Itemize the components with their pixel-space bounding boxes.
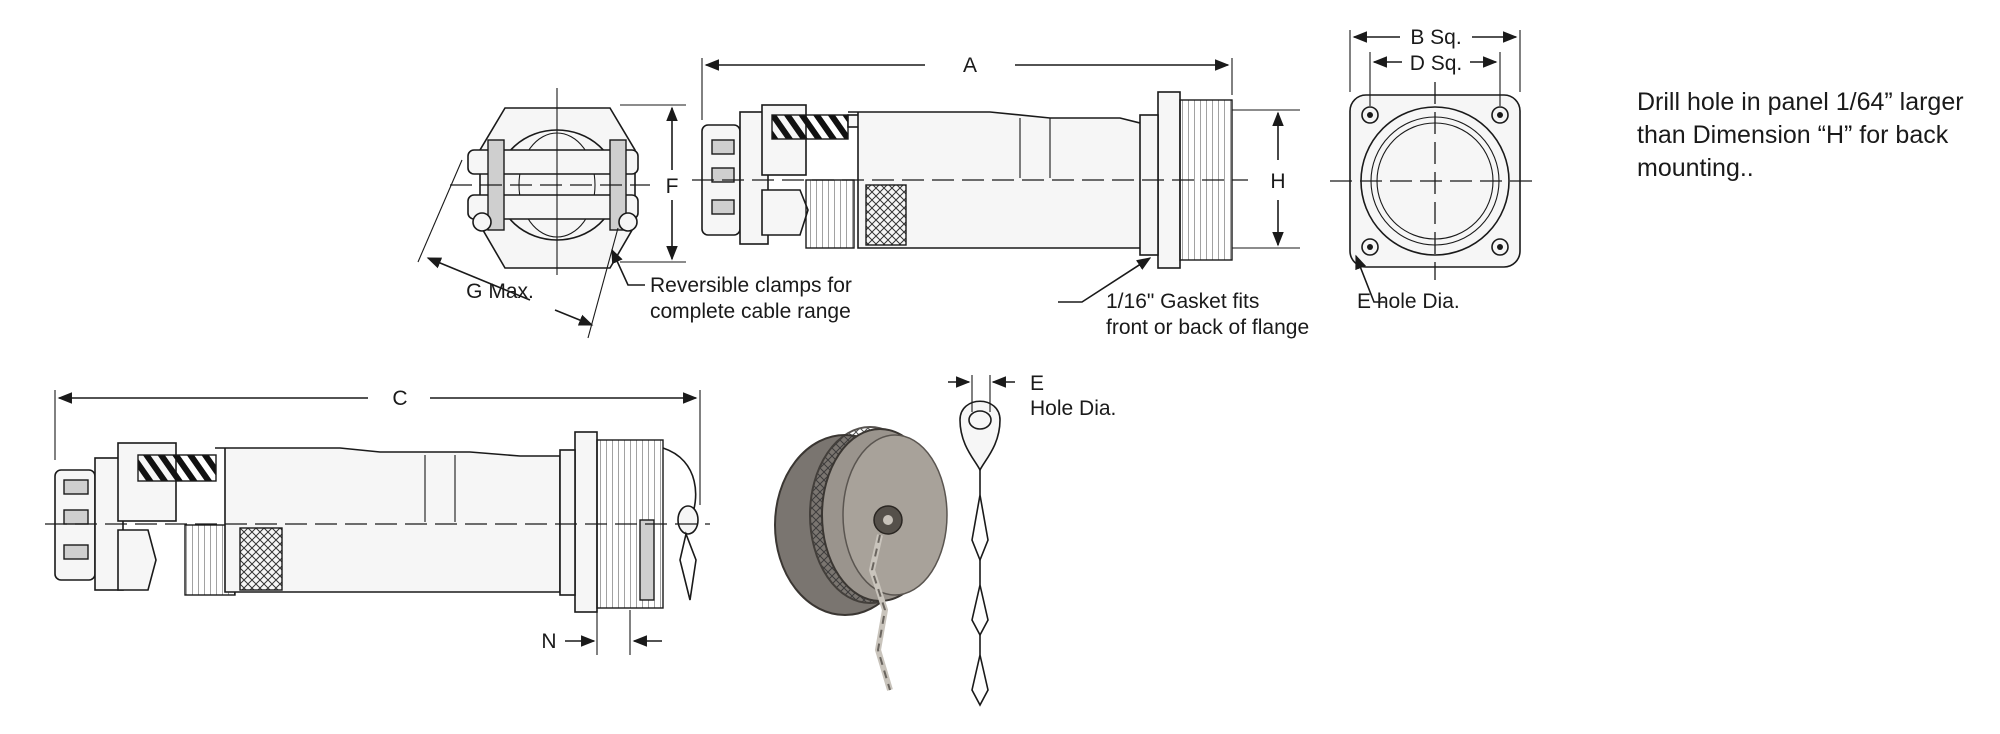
dim-d-label: D Sq. — [1410, 52, 1463, 75]
e-hole-callout: E hole Dia. — [1357, 290, 1460, 313]
clamps-callout-line1: Reversible clamps for — [650, 274, 852, 297]
dim-c-label: C — [392, 387, 407, 410]
e-hole-dia-label: Hole Dia. — [1030, 397, 1116, 420]
dim-a-label: A — [963, 54, 977, 77]
clamps-callout-line2: complete cable range — [650, 300, 851, 323]
dim-f-label: F — [666, 175, 679, 198]
dim-b-label: B Sq. — [1410, 26, 1461, 49]
gasket-callout-line2: front or back of flange — [1106, 316, 1309, 339]
flange-front-view — [1330, 30, 1540, 303]
cap-chain-drawing — [948, 375, 1015, 707]
dim-n-label: N — [541, 630, 556, 653]
e-dim-label: E — [1030, 372, 1044, 395]
dim-h-label: H — [1270, 170, 1285, 193]
connector-side-view-top — [692, 58, 1300, 303]
dim-g-label: G Max. — [466, 280, 534, 303]
panel-drill-note: Drill hole in panel 1/64” larger than Di… — [1637, 88, 1964, 182]
connector-side-view-bottom — [45, 390, 710, 655]
clamp-end-view — [417, 88, 686, 339]
dust-cap-photo — [774, 426, 948, 691]
gasket-callout-line1: 1/16" Gasket fits — [1106, 290, 1259, 313]
